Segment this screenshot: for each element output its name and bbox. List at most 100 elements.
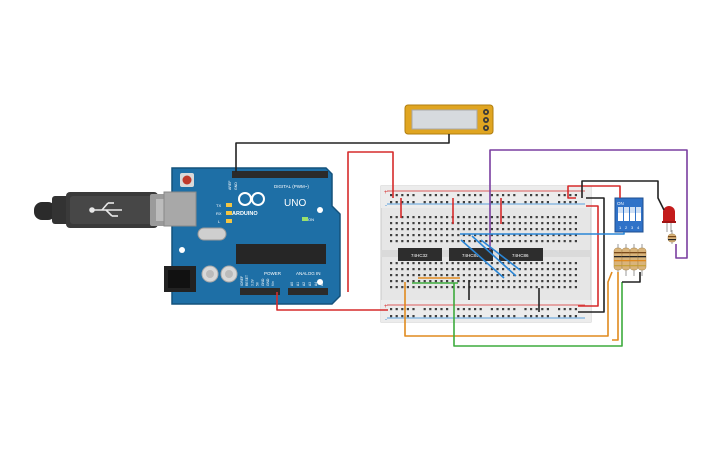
breadboard-hole	[468, 201, 471, 204]
wire-blue-cross-1[interactable]	[460, 239, 505, 279]
wire-blue-dip[interactable]	[460, 232, 625, 235]
breadboard-hole	[496, 194, 499, 197]
breadboard-hole	[513, 262, 516, 265]
dip-switch[interactable]	[614, 197, 644, 233]
breadboard-hole	[468, 216, 471, 219]
wire-black-lcd[interactable]	[235, 134, 450, 172]
breadboard-hole	[485, 234, 488, 237]
breadboard-hole	[507, 286, 510, 289]
breadboard-hole	[412, 315, 415, 318]
breadboard-hole	[412, 274, 415, 277]
breadboard-hole	[535, 240, 538, 243]
breadboard-hole	[524, 262, 527, 265]
breadboard-hole	[530, 280, 533, 283]
breadboard-hole	[507, 194, 510, 197]
wire-purple-led[interactable]	[489, 149, 688, 259]
power-pin-label: GND	[261, 278, 265, 286]
breadboard-hole	[524, 308, 527, 311]
breadboard-hole	[429, 286, 432, 289]
breadboard-hole	[418, 274, 421, 277]
breadboard-hole	[541, 201, 544, 204]
breadboard-hole	[490, 234, 493, 237]
breadboard-hole	[418, 228, 421, 231]
wire-green-loop[interactable]	[453, 282, 623, 347]
breadboard-hole	[496, 234, 499, 237]
breadboard-hole	[429, 274, 432, 277]
breadboard-hole	[513, 234, 516, 237]
wire-orange-loop-2[interactable]	[612, 272, 619, 341]
pulldown-resistor[interactable]	[613, 244, 623, 276]
wire-black-right[interactable]	[578, 197, 605, 313]
breadboard-hole	[440, 216, 443, 219]
breadboard-hole	[479, 308, 482, 311]
breadboard-hole	[412, 308, 415, 311]
wire-black-led[interactable]	[581, 180, 665, 211]
breadboard-hole	[546, 308, 549, 311]
breadboard-hole	[485, 268, 488, 271]
breadboard-hole	[401, 240, 404, 243]
breadboard-hole	[485, 240, 488, 243]
breadboard-hole	[462, 268, 465, 271]
breadboard-hole	[574, 228, 577, 231]
breadboard-hole	[524, 234, 527, 237]
breadboard-hole	[502, 240, 505, 243]
breadboard-hole	[390, 194, 393, 197]
breadboard-hole	[390, 308, 393, 311]
breadboard-hole	[479, 280, 482, 283]
breadboard-hole	[574, 308, 577, 311]
breadboard-hole	[457, 286, 460, 289]
breadboard-hole	[462, 274, 465, 277]
breadboard-hole	[569, 268, 572, 271]
breadboard-hole	[502, 286, 505, 289]
chip-74hc32[interactable]	[398, 248, 442, 261]
breadboard-hole	[479, 240, 482, 243]
breadboard-hole	[446, 216, 449, 219]
wire-red-dip[interactable]	[567, 185, 621, 199]
breadboard-hole	[574, 262, 577, 265]
breadboard-hole	[507, 234, 510, 237]
wire-orange-loop[interactable]	[404, 271, 613, 337]
pulldown-resistor[interactable]	[637, 244, 647, 276]
wire-red-5v-top[interactable]	[347, 151, 394, 292]
breadboard-hole	[518, 234, 521, 237]
breadboard-hole	[546, 222, 549, 225]
breadboard-hole	[563, 222, 566, 225]
breadboard-hole	[479, 262, 482, 265]
breadboard-hole	[446, 234, 449, 237]
breadboard-hole	[496, 315, 499, 318]
red-led[interactable]	[662, 206, 676, 232]
breadboard-hole	[451, 240, 454, 243]
breadboard-hole	[513, 286, 516, 289]
wire-red-power[interactable]	[276, 292, 388, 311]
breadboard-hole	[434, 216, 437, 219]
breadboard-hole	[479, 222, 482, 225]
resistor-led[interactable]	[667, 230, 677, 244]
breadboard-hole	[563, 240, 566, 243]
breadboard-hole	[446, 194, 449, 197]
wire-red-right[interactable]	[578, 205, 599, 307]
breadboard-hole	[524, 286, 527, 289]
breadboard-hole	[574, 234, 577, 237]
breadboard-hole	[535, 228, 538, 231]
breadboard-hole	[395, 234, 398, 237]
breadboard-hole	[558, 240, 561, 243]
wire-black-resistors[interactable]	[622, 272, 641, 283]
breadboard-hole	[401, 315, 404, 318]
pulldown-resistor[interactable]	[629, 244, 639, 276]
lcd-display[interactable]	[404, 104, 494, 135]
breadboard-hole	[423, 234, 426, 237]
wire-blue-cross-2[interactable]	[471, 235, 517, 277]
breadboard-hole	[490, 280, 493, 283]
arduino-uno-board[interactable]	[163, 167, 341, 305]
chip-74hc86[interactable]	[499, 248, 543, 261]
breadboard-hole	[434, 201, 437, 204]
breadboard-hole	[474, 194, 477, 197]
breadboard-hole	[535, 216, 538, 219]
pulldown-resistor[interactable]	[621, 244, 631, 276]
wire-blue-cross-3[interactable]	[480, 239, 521, 271]
wires[interactable]	[235, 134, 688, 347]
dip-on-label: ON	[617, 201, 624, 206]
breadboard-hole	[569, 240, 572, 243]
